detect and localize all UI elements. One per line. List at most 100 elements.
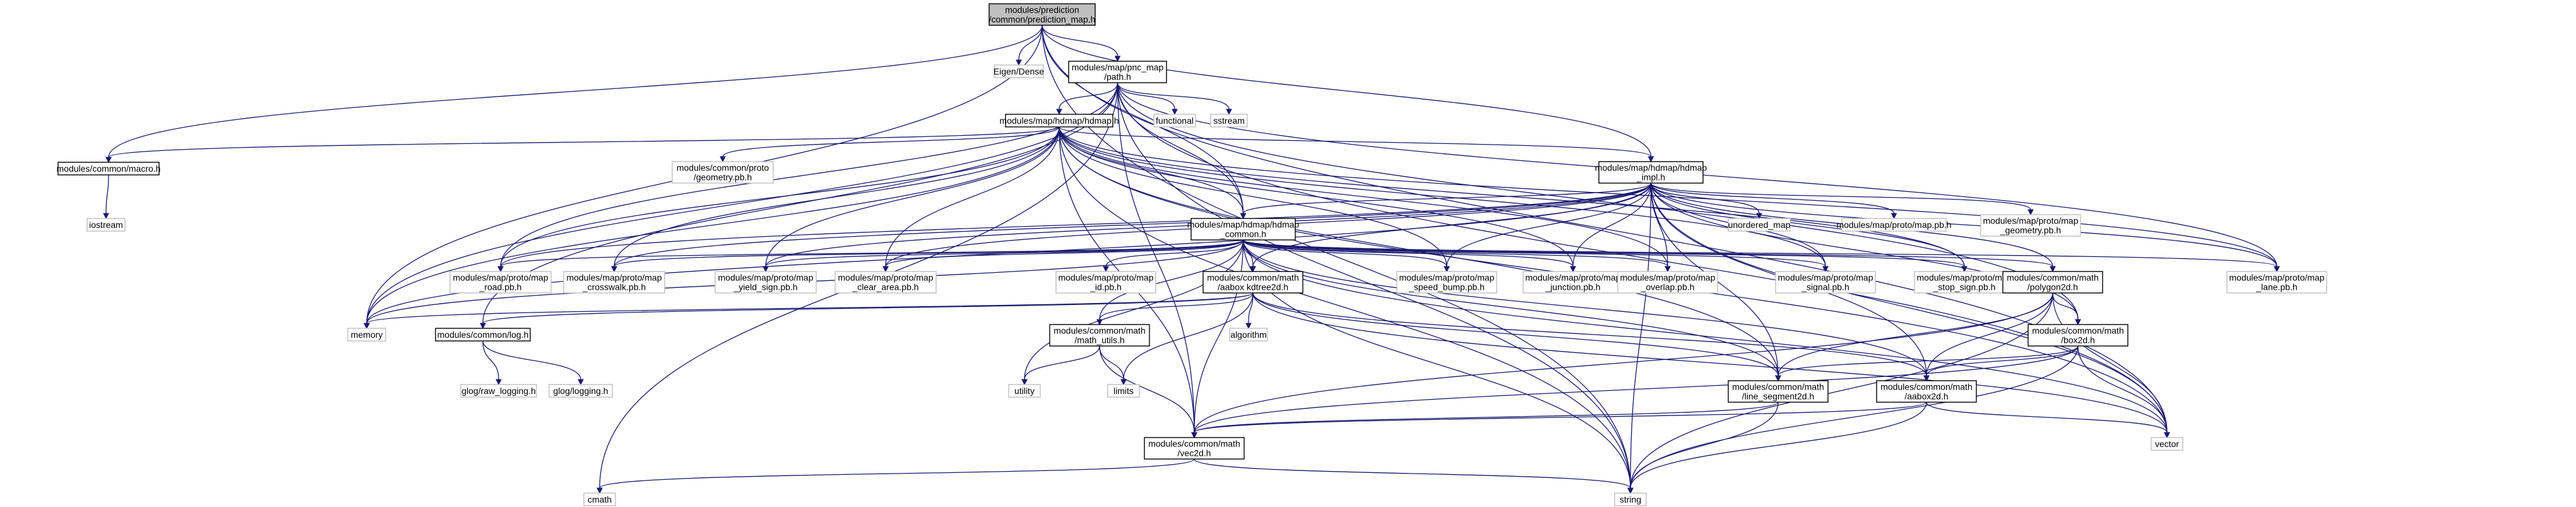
node-label: modules/map/hdmap/hdmap — [1595, 163, 1707, 173]
edge-root-to-string — [1042, 25, 1634, 494]
node-label: utility — [1014, 386, 1035, 396]
edge-pnc-to-sstream — [1117, 82, 1232, 116]
node-label: modules/map/proto/map — [1620, 273, 1716, 283]
edge-hcommon-to-polygon — [1242, 239, 2056, 273]
node-stop: modules/map/proto/map_stop_sign.pb.h — [1914, 271, 2015, 294]
node-label: Eigen/Dense — [994, 66, 1044, 76]
node-hdmap[interactable]: modules/map/hdmap/hdmap.h — [999, 114, 1119, 128]
node-label: modules/common/math — [1207, 273, 1299, 283]
edge-root-to-eigen — [1016, 25, 1043, 66]
node-string: string — [1614, 492, 1647, 506]
node-label: _stop_sign.pb.h — [1933, 282, 1996, 292]
node-label: /aabox kdtree2d.h — [1218, 282, 1288, 292]
node-pnc[interactable]: modules/map/pnc_map/path.h — [1068, 61, 1167, 83]
node-label: modules/common/math — [1054, 326, 1146, 336]
edge-hcommon-to-signal — [1242, 239, 1829, 273]
node-label: /path.h — [1104, 72, 1131, 82]
node-hcommon[interactable]: modules/map/hdmap/hdmap_common.h — [1187, 218, 1300, 241]
node-label: glog/logging.h — [553, 386, 608, 396]
node-label: modules/map/proto/map.pb.h — [1836, 220, 1951, 230]
dependency-nodes: modules/prediction/common/prediction_map… — [57, 3, 2327, 506]
edge-hcommon-to-line — [1242, 239, 1781, 382]
node-label: modules/map/pnc_map — [1072, 63, 1164, 73]
node-kdtree[interactable]: modules/common/math/aabox kdtree2d.h — [1202, 271, 1303, 294]
node-label: _lane.pb.h — [2255, 282, 2297, 292]
node-label: modules/map/proto/map — [1059, 273, 1154, 283]
edge-hcommon-to-clear — [882, 239, 1244, 273]
node-label: glog/raw_logging.h — [461, 386, 536, 396]
node-label: _overlap.pb.h — [1641, 282, 1695, 292]
node-macro[interactable]: modules/common/macro.h — [57, 162, 161, 176]
node-label: modules/common/math — [1148, 439, 1240, 449]
node-label: modules/common/math — [2032, 326, 2124, 336]
edge-hdmap-to-geometry_common — [720, 126, 1060, 163]
node-aabox[interactable]: modules/common/math/aabox2d.h — [1876, 380, 1977, 403]
node-label: string — [1620, 494, 1641, 504]
node-vec2d[interactable]: modules/common/math/vec2d.h — [1144, 437, 1245, 460]
edge-hdmap-to-hcommon — [1059, 126, 1247, 220]
node-label: iostream — [89, 220, 123, 230]
edge-mathutils-to-limits — [1099, 345, 1127, 386]
node-label: modules/map/proto/map — [718, 273, 814, 283]
edge-hcommon-to-utility — [1021, 239, 1244, 386]
edge-vec2d-to-cmath — [597, 458, 1195, 494]
node-map-pb: modules/map/proto/map.pb.h — [1836, 218, 1952, 232]
node-functional: functional — [1153, 114, 1196, 128]
edge-log-to-raw_logging — [482, 340, 502, 386]
edge-mathutils-to-utility — [1021, 345, 1100, 386]
node-label: modules/prediction — [1005, 5, 1079, 15]
node-label: _signal.pb.h — [1801, 282, 1849, 292]
node-lane: modules/map/proto/map_lane.pb.h — [2226, 271, 2327, 294]
edge-kdtree-to-vector — [1252, 292, 2170, 439]
node-label: sstream — [1213, 116, 1245, 126]
node-label: _road.pb.h — [479, 282, 522, 292]
node-label: modules/common/math — [2007, 273, 2099, 283]
node-root[interactable]: modules/prediction/common/prediction_map… — [988, 3, 1096, 26]
node-label: /line_segment2d.h — [1742, 391, 1814, 402]
node-eigen: Eigen/Dense — [994, 64, 1044, 78]
node-label: modules/map/proto/map — [1399, 273, 1495, 283]
node-impl[interactable]: modules/map/hdmap/hdmap_impl.h — [1595, 161, 1707, 184]
node-label: _junction.pb.h — [1545, 282, 1600, 292]
node-label: modules/map/proto/map — [1526, 273, 1621, 283]
node-label: _geometry.pb.h — [2000, 225, 2061, 236]
node-label: limits — [1113, 386, 1134, 396]
edge-kdtree-to-mathutils — [1096, 292, 1254, 326]
edge-hcommon-to-lane — [1242, 239, 2280, 273]
node-id: modules/map/proto/map_id.pb.h — [1055, 271, 1156, 294]
node-clear: modules/map/proto/map_clear_area.pb.h — [834, 271, 937, 294]
edge-box2d-to-line — [1775, 345, 2079, 382]
node-label: modules/map/proto/map — [567, 273, 662, 283]
node-label: /math_utils.h — [1074, 335, 1124, 345]
node-line[interactable]: modules/common/math/line_segment2d.h — [1728, 380, 1829, 403]
node-label: modules/common/proto — [677, 163, 769, 173]
edge-polygon-to-vector — [2052, 292, 2170, 439]
node-label: _clear_area.pb.h — [852, 282, 918, 292]
edge-hdmap-to-yield — [763, 126, 1060, 273]
node-label: modules/map/proto/map — [2229, 273, 2325, 283]
node-log[interactable]: modules/common/log.h — [435, 328, 531, 342]
edge-impl-to-kdtree — [1250, 182, 1652, 273]
edge-hdmap-to-road — [497, 126, 1060, 273]
edge-impl-to-crosswalk — [611, 182, 1652, 273]
edge-hdmap-to-memory — [364, 126, 1060, 330]
edge-hdmap-to-impl — [1059, 126, 1654, 163]
node-overlap: modules/map/proto/map_overlap.pb.h — [1617, 271, 1718, 294]
node-speed: modules/map/proto/map_speed_bump.pb.h — [1396, 271, 1497, 294]
node-box2d[interactable]: modules/common/math/box2d.h — [2027, 324, 2128, 347]
node-label: modules/map/proto/map — [1778, 273, 1873, 283]
edge-aabox-to-vector — [1926, 402, 2170, 439]
node-label: modules/common/math — [1732, 382, 1824, 392]
node-mathutils[interactable]: modules/common/math/math_utils.h — [1049, 324, 1150, 347]
edge-aabox-to-vec2d — [1191, 402, 1927, 439]
edge-hdmap-to-stop — [1059, 126, 1968, 273]
node-signal: modules/map/proto/map_signal.pb.h — [1775, 271, 1876, 294]
node-polygon[interactable]: modules/common/math/polygon2d.h — [2002, 271, 2103, 294]
edge-impl-to-hcommon — [1240, 182, 1652, 220]
dependency-edges — [103, 25, 2280, 494]
edge-polygon-to-vec2d — [1191, 292, 2053, 439]
edge-hdmap-to-macro — [105, 126, 1060, 164]
node-vector: vector — [2151, 437, 2183, 451]
node-utility: utility — [1008, 384, 1041, 398]
